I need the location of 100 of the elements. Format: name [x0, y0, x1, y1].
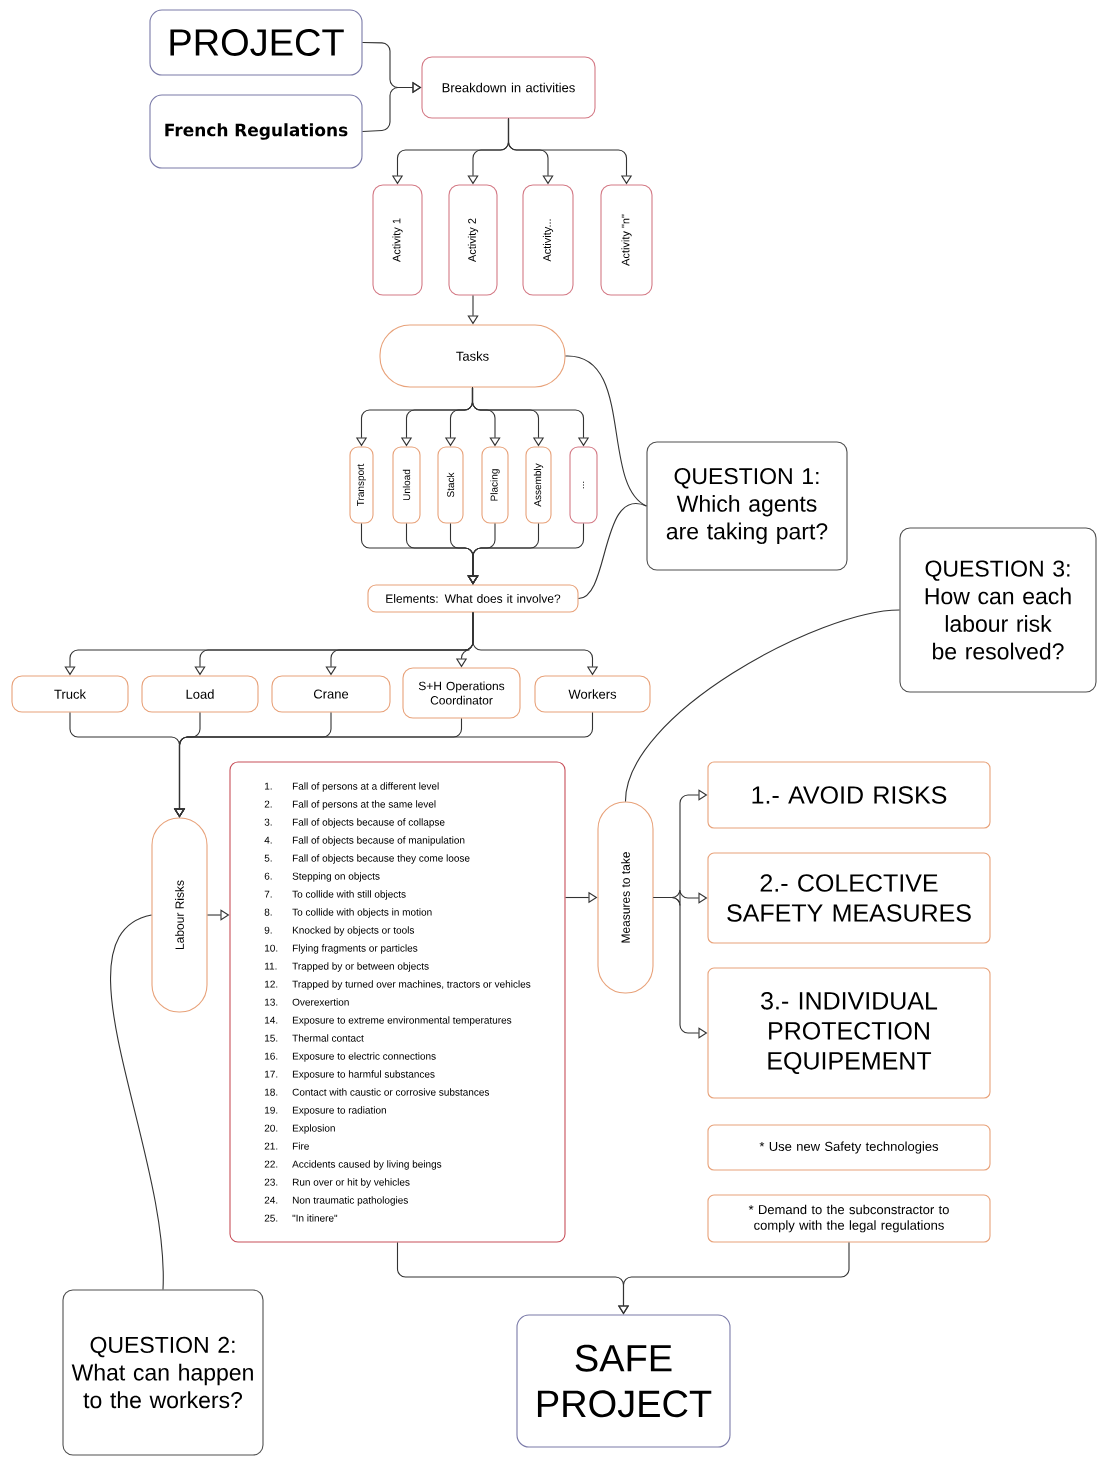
risk-item: Trapped by turned over machines, tractors or vehicles — [292, 980, 531, 990]
node-label: Placing — [490, 469, 500, 501]
risk-number: 24. — [264, 1196, 278, 1204]
node-label: Activity "n" — [621, 214, 632, 266]
node-label: Elements: What does it involve? — [386, 594, 561, 603]
subtask-box — [569, 446, 598, 524]
risk-number: 19. — [265, 1106, 278, 1114]
risk-item: Fall of persons at a different level — [292, 782, 439, 792]
risk-item: Exposure to radiation — [292, 1106, 386, 1116]
risk-item: Fall of objects because they come loose — [292, 854, 470, 864]
note-box — [707, 1194, 991, 1243]
node-label: * Use new Safety technologies — [759, 1141, 939, 1154]
risk-item: Fire — [292, 1142, 309, 1150]
measure-box — [707, 761, 991, 829]
subtask-box — [525, 446, 552, 524]
question-heading: QUESTION 3: — [925, 560, 1070, 581]
node-label: Crane — [313, 689, 349, 699]
node-label: S+H Operations Coordinator — [418, 681, 505, 705]
risk-item: Fall of objects because of collapse — [292, 818, 445, 828]
risk-number: 9. — [264, 926, 272, 934]
node-label: Breakdown in activities — [442, 82, 575, 93]
risk-item: Thermal contact — [292, 1034, 364, 1042]
activity-box — [448, 184, 498, 296]
risk-number: 4. — [264, 836, 272, 844]
risk-number: 14. — [265, 1016, 278, 1024]
agent-box — [11, 675, 129, 713]
risk-number: 11. — [265, 962, 277, 970]
question-heading: QUESTION 2: — [90, 1336, 235, 1358]
note-box — [707, 1124, 991, 1171]
risk-item: Exposure to extreme environmental temperatures — [292, 1016, 512, 1026]
risk-item: Non traumatic pathologies — [292, 1196, 408, 1206]
risk-number: 12. — [265, 980, 278, 988]
risk-list-box — [229, 761, 566, 1243]
risk-item: Knocked by objects or tools — [292, 926, 415, 936]
question-box — [899, 527, 1097, 693]
risk-item: Run over or hit by vehicles — [292, 1178, 410, 1188]
risk-item: Flying fragments or particles — [292, 944, 418, 954]
risk-item: To collide with objects in motion — [292, 908, 432, 918]
question-text: What can happen to the workers? — [71, 1363, 253, 1409]
node-label: Labour Risks — [175, 880, 184, 950]
project-box — [149, 9, 363, 76]
risk-number: 2. — [264, 800, 272, 808]
node-label: Assembly — [533, 463, 544, 507]
risk-item: Fall of persons at the same level — [292, 800, 436, 810]
node-label: Stack — [446, 472, 455, 498]
subtask-box — [349, 446, 374, 524]
risk-item: "In itinere" — [292, 1214, 338, 1222]
risk-item: To collide with still objects — [292, 890, 406, 900]
node-label: * Demand to the subconstractor to comply with the legal regulations — [748, 1204, 949, 1233]
risk-item: Explosion — [292, 1124, 335, 1134]
agent-box — [271, 675, 391, 713]
risk-item: Exposure to harmful substances — [292, 1070, 435, 1080]
risk-number: 15. — [265, 1034, 278, 1042]
task-box — [379, 324, 566, 388]
node-label: PROJECT — [170, 29, 344, 56]
regulations-box — [149, 94, 363, 169]
node-label: ... — [582, 481, 585, 489]
result-box — [516, 1314, 731, 1448]
question-heading: QUESTION 1: — [674, 468, 819, 489]
question-box — [62, 1289, 264, 1456]
risk-number: 17. — [265, 1070, 278, 1078]
agent-box — [534, 675, 651, 713]
activity-box — [372, 184, 423, 296]
activity-box — [522, 184, 574, 296]
risk-box — [151, 817, 208, 1013]
risk-number: 13. — [265, 998, 278, 1006]
agent-box — [402, 667, 521, 719]
node-label: Activity 2 — [467, 218, 479, 262]
question-text: Which agents are taking part? — [666, 495, 828, 544]
risk-item: Accidents caused by living beings — [292, 1160, 442, 1170]
node-label: Tasks — [456, 351, 489, 361]
risk-number: 23. — [264, 1178, 278, 1186]
process-box — [421, 56, 596, 119]
risk-item: Fall of objects because of manipulation — [292, 836, 465, 846]
node-label: SAFE PROJECT — [537, 1344, 712, 1418]
node-label: French Regulations — [165, 123, 348, 140]
risk-number: 21. — [264, 1142, 278, 1150]
measures-box — [597, 801, 654, 994]
risk-number: 5. — [264, 854, 272, 862]
risk-number: 22. — [264, 1160, 278, 1168]
risk-number: 20. — [264, 1124, 278, 1132]
risk-item: Stepping on objects — [292, 872, 380, 882]
question-text: How can each labour risk be resolved? — [925, 587, 1071, 660]
risk-number: 8. — [264, 908, 272, 916]
risk-item: Exposure to electric connections — [292, 1052, 436, 1062]
node-label: 2.- COLECTIVE SAFETY MEASURES — [727, 874, 971, 922]
risk-item: Trapped by or between objects — [292, 962, 429, 972]
node-label: Truck — [54, 689, 87, 699]
risk-number: 7. — [264, 890, 272, 898]
node-label: Activity... — [542, 219, 554, 262]
agent-box — [141, 675, 259, 713]
risk-number: 10. — [265, 944, 278, 952]
risk-item: Contact with caustic or corrosive substances — [292, 1088, 490, 1096]
measure-box — [707, 852, 991, 944]
risk-number: 1. — [265, 782, 272, 790]
risk-number: 25. — [264, 1214, 278, 1222]
node-label: Unload — [402, 469, 411, 501]
elements-box — [367, 584, 579, 613]
node-label: Measures to take — [621, 852, 630, 943]
measure-box — [707, 967, 991, 1099]
